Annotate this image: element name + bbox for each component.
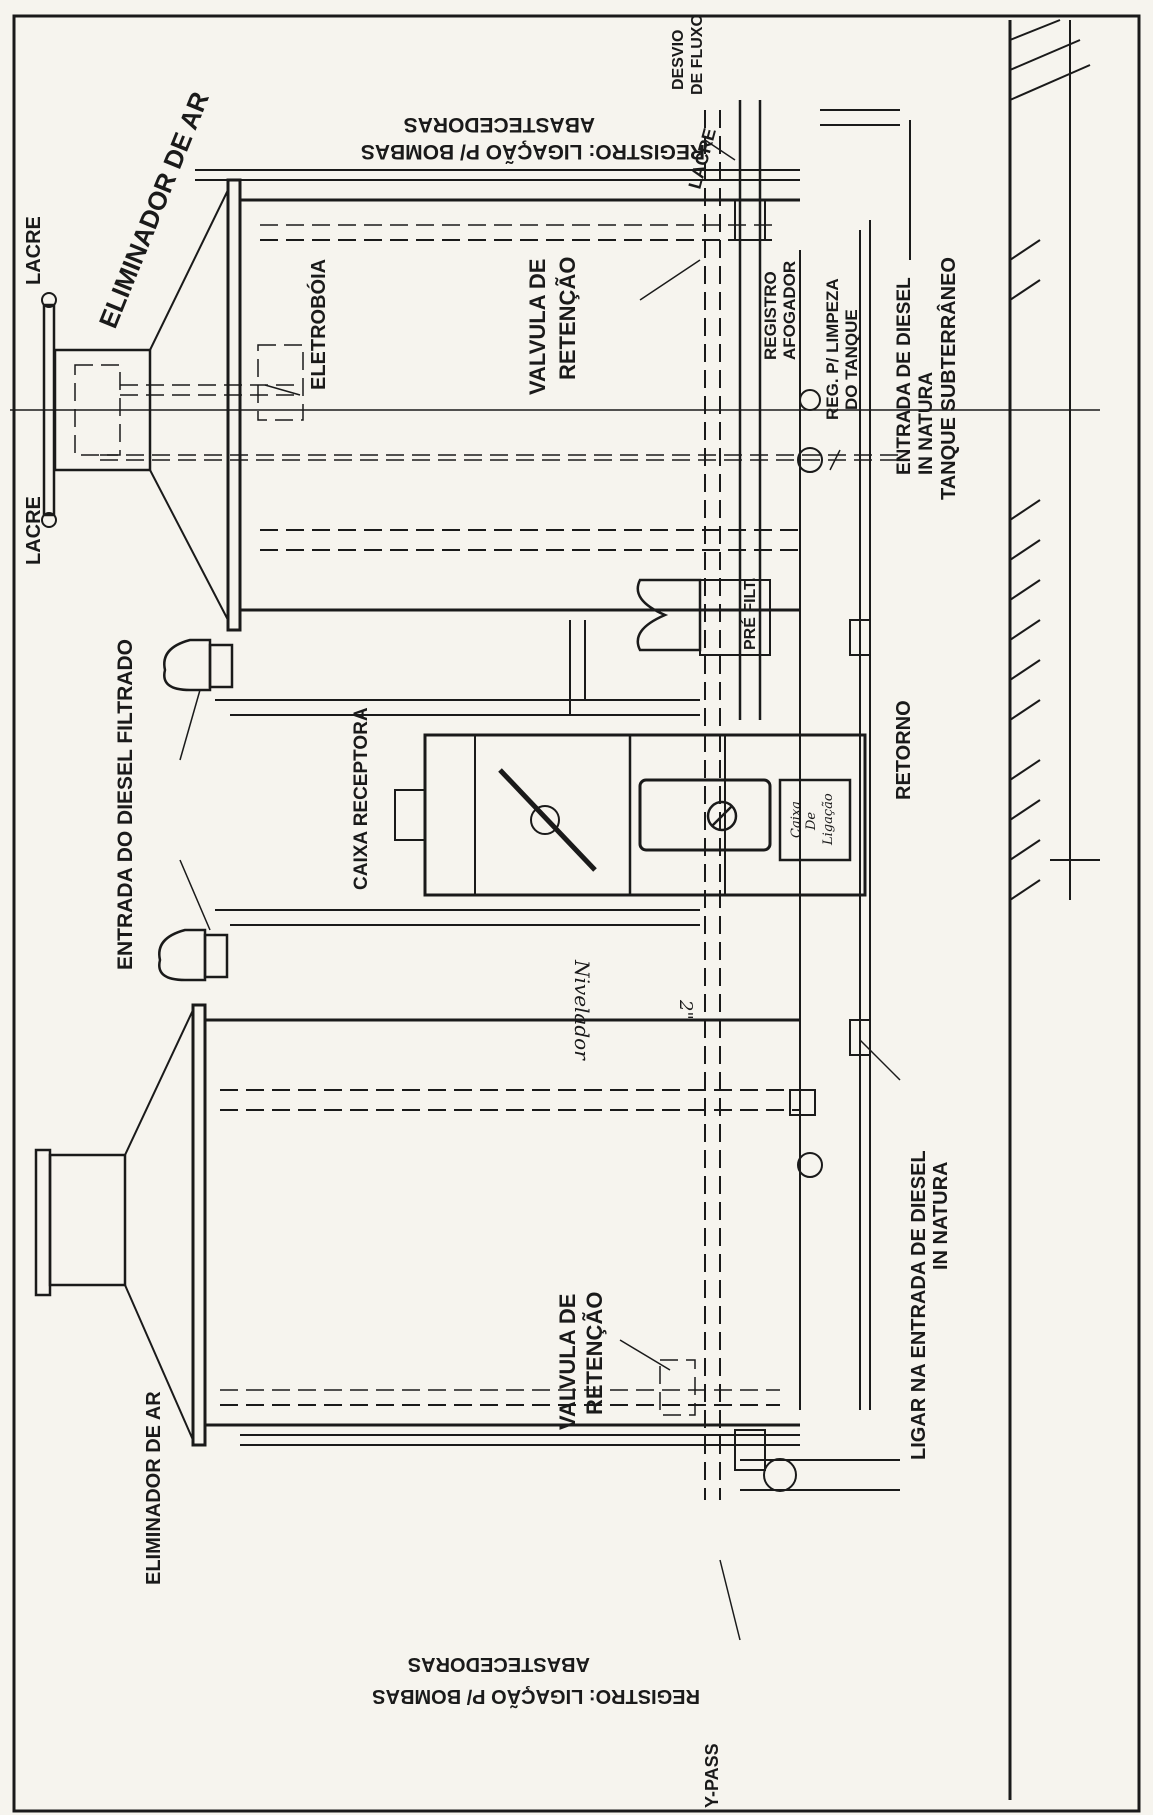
label-lacre-top: LACRE [23,216,45,285]
label-ligar-entrada-2: IN NATURA [930,1161,952,1270]
label-reg-limpeza-2: DO TANQUE [842,309,861,410]
label-valvula-retencao-right-2: RETENÇÃO [555,257,580,380]
label-valvula-retencao-right-1: VALVULA DE [525,259,550,395]
label-eliminador-ar-left: ELIMINADOR DE AR [143,1391,165,1585]
label-entrada-diesel-natura-right-2: IN NATURA [916,372,937,475]
label-retorno: RETORNO [893,700,915,800]
label-caixa-ligacao-1: Caixa [789,801,804,838]
label-registro-bombas-left-1: REGISTRO: LIGAÇÃO P/ BOMBAS [372,1685,700,1708]
label-dimension: 2" [675,999,696,1020]
label-tanque-subterraneo: TANQUE SUBTERRÂNEO [936,257,960,500]
label-eletroboia: ELETROBÓIA [306,259,330,390]
label-entrada-diesel-natura-right-1: ENTRADA DE DIESEL [894,277,915,475]
label-registro-bombas-left-2: ABASTECEDORAS [408,1653,590,1675]
label-caixa-ligacao-3: Ligação [821,793,836,846]
leader-lines [179,139,901,1641]
label-registro-bombas-right-1: REGISTRO: LIGAÇÃO P/ BOMBAS [361,140,705,163]
label-valvula-retencao-left-1: VALVULA DE [555,1294,580,1430]
underground-tank-wall [1008,19,1100,1800]
label-nivelador: Nivelador [570,959,594,1061]
label-desvio-fluxo-2: DE FLUXO [689,14,706,95]
filter-tank-left [34,1003,800,1447]
label-registro-afogador-2: AFOGADOR [780,261,799,360]
label-pre-filt: PRÉ FILT. [740,577,759,650]
filter-tank-right [10,169,1100,632]
label-entrada-diesel-filtrado: ENTRADA DO DIESEL FILTRADO [114,639,137,970]
label-by-pass: Y-PASS [702,1743,722,1808]
label-registro-afogador-1: REGISTRO [761,271,780,360]
label-reg-limpeza-1: REG. P/ LIMPEZA [823,278,842,420]
label-ligar-entrada-1: LIGAR NA ENTRADA DE DIESEL [908,1150,930,1460]
label-lacre-bottom: LACRE [23,496,45,565]
label-caixa-receptora: CAIXA RECEPTORA [351,707,372,890]
caixa-receptora-box [394,733,867,897]
label-registro-bombas-right-2: ABASTECEDORAS [404,113,595,136]
label-desvio-fluxo-1: DESVIO [670,30,687,90]
label-valvula-retencao-left-2: RETENÇÃO [582,1292,607,1415]
page-border [12,14,1141,1813]
label-eliminador-ar-right: ELIMINADOR DE AR [93,87,215,332]
label-caixa-ligacao-2: De [804,812,819,831]
main-piping [158,100,911,1500]
